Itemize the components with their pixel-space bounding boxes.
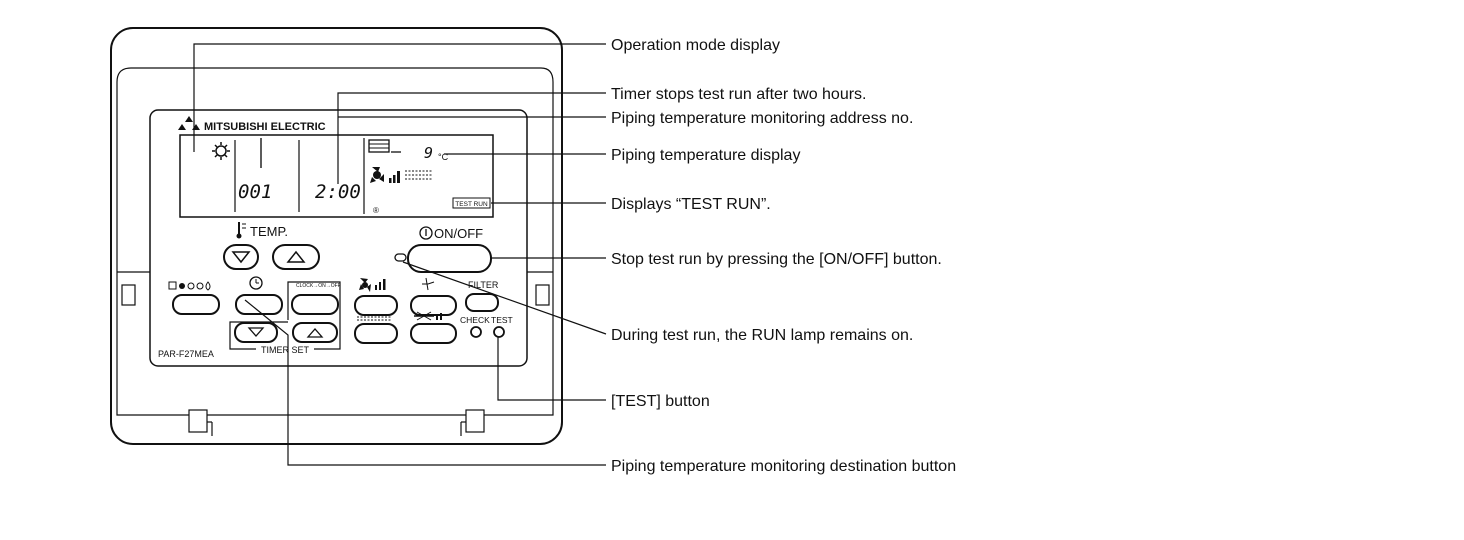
callout-temp-display: Piping temperature display <box>611 147 800 164</box>
lcd-temperature: 9 <box>424 144 433 162</box>
check-label: CHECK <box>460 315 490 325</box>
callout-on-off: Stop test run by pressing the [ON/OFF] b… <box>611 251 942 268</box>
mode-icons <box>168 281 211 291</box>
test-run-badge-label: TEST RUN <box>455 201 488 208</box>
clock-icon <box>249 276 263 290</box>
callout-run-lamp: During test run, the RUN lamp remains on… <box>611 327 913 344</box>
right-clip <box>465 409 485 433</box>
filter-button[interactable] <box>465 293 499 312</box>
lcd-time: 2:00 <box>315 181 361 203</box>
check-button[interactable] <box>470 326 482 338</box>
timer-group-frame <box>229 281 341 350</box>
temp-up-button[interactable] <box>272 244 320 270</box>
temp-label: TEMP. <box>250 224 288 239</box>
clock-button[interactable] <box>235 294 283 315</box>
clock-on-off-label: CLOCK→ON→OFF <box>296 283 341 289</box>
fan-speed-icon <box>370 167 400 183</box>
callout-destination-button: Piping temperature monitoring destinatio… <box>611 458 956 475</box>
run-lamp <box>394 253 407 262</box>
cover-outline <box>116 67 554 416</box>
test-label: TEST <box>491 315 513 325</box>
louver-button[interactable] <box>354 323 398 344</box>
timer-set-label: TIMER SET <box>261 345 310 355</box>
lcd-screen <box>179 134 494 218</box>
operation-mode-icon <box>212 142 230 160</box>
on-off-label: ON/OFF <box>434 226 483 241</box>
left-hinge <box>121 284 136 306</box>
fan-speed-button[interactable] <box>354 295 398 316</box>
louver-icon <box>357 316 391 321</box>
power-icon <box>419 226 433 240</box>
right-hinge <box>535 284 550 306</box>
lcd-address: 001 <box>238 181 272 203</box>
mode-button[interactable] <box>172 294 220 315</box>
vane-control-icon <box>414 311 442 321</box>
callout-timer: Timer stops test run after two hours. <box>611 86 867 103</box>
temp-down-button[interactable] <box>223 244 259 270</box>
triangle-up-icon <box>286 250 306 263</box>
ventilation-icon <box>422 277 435 291</box>
model-label: PAR-F27MEA <box>158 349 214 359</box>
lcd-status-mark: ® <box>373 206 379 215</box>
brand-logo: MITSUBISHI ELECTRIC <box>178 116 326 133</box>
timer-down-button[interactable] <box>234 322 278 343</box>
triangle-up-icon <box>306 328 324 338</box>
test-button[interactable] <box>493 326 505 338</box>
callout-test-button: [TEST] button <box>611 393 710 410</box>
callout-operation-mode: Operation mode display <box>611 37 780 54</box>
callout-address: Piping temperature monitoring address no… <box>611 110 913 127</box>
on-off-timer-button[interactable] <box>291 294 339 315</box>
test-run-badge <box>452 197 491 209</box>
triangle-down-icon <box>231 251 251 264</box>
leader-lines <box>193 43 607 466</box>
vane-icon <box>368 139 401 153</box>
vane-button[interactable] <box>410 323 457 344</box>
lcd-temp-unit: °C <box>438 152 449 162</box>
triangle-down-icon <box>247 327 265 337</box>
thermometer-icon <box>236 222 246 239</box>
left-clip <box>188 409 208 433</box>
filter-label: FILTER <box>468 280 499 290</box>
brand-name: MITSUBISHI ELECTRIC <box>204 121 326 133</box>
ventilation-button[interactable] <box>410 295 457 316</box>
timer-up-button[interactable] <box>292 322 338 343</box>
louver-swing-icon <box>405 170 432 180</box>
callout-test-run: Displays “TEST RUN”. <box>611 196 771 213</box>
fan-icon <box>359 278 386 292</box>
